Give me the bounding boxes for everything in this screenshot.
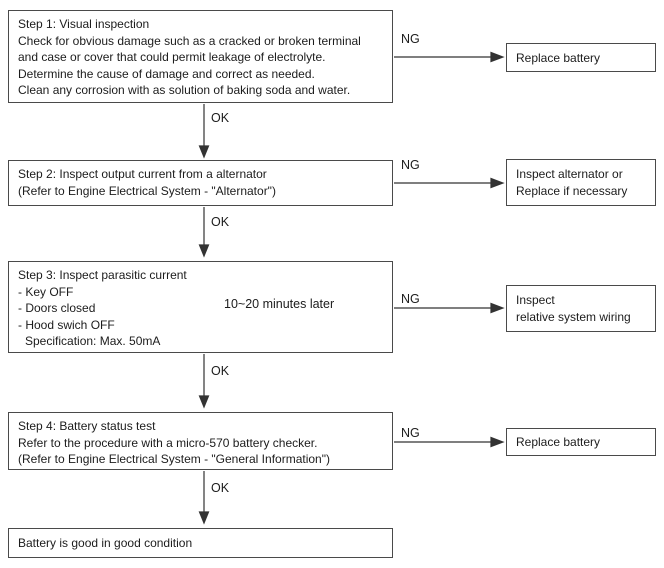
step3-title: Step 3: Inspect parasitic current	[18, 268, 187, 282]
step1-box: Step 1: Visual inspection Check for obvi…	[8, 10, 393, 103]
step4-box: Step 4: Battery status test Refer to the…	[8, 412, 393, 470]
ng1-outcome-text: Replace battery	[516, 51, 601, 65]
step3-specification: Specification: Max. 50mA	[25, 334, 161, 348]
ok-arrow-step2-step3	[198, 207, 210, 258]
step1-text: Determine the cause of damage and correc…	[18, 66, 315, 81]
step4-text: Refer to the procedure with a micro-570 …	[18, 435, 318, 450]
step3-condition: - Key OFF	[18, 284, 74, 299]
ng-label-step4: NG	[401, 426, 420, 440]
step2-box: Step 2: Inspect output current from a al…	[8, 160, 393, 206]
ng4-outcome-text: Replace battery	[516, 435, 601, 449]
result-text: Battery is good in good condition	[18, 536, 193, 550]
ng-arrow-step4	[394, 436, 505, 448]
step3-condition: - Hood swich OFF	[18, 317, 115, 332]
ng2-outcome-text: Replace if necessary	[516, 183, 628, 198]
step1-text: and case or cover that could permit leak…	[18, 50, 326, 64]
ng-label-step2: NG	[401, 158, 420, 172]
ok-arrow-step3-step4	[198, 354, 210, 409]
step2-text: (Refer to Engine Electrical System - "Al…	[18, 183, 276, 198]
ng2-outcome-text: Inspect alternator or	[516, 167, 623, 181]
bracket-note: 10~20 minutes later	[224, 297, 335, 311]
ng3-outcome-text: Inspect	[516, 293, 555, 307]
ng-label-step3: NG	[401, 292, 420, 306]
step1-text: Check for obvious damage such as a crack…	[18, 33, 361, 48]
ok-arrow-step4-result	[198, 471, 210, 525]
ng2-outcome-box: Inspect alternator or Replace if necessa…	[506, 159, 656, 206]
step4-title: Step 4: Battery status test	[18, 419, 156, 433]
step4-text: (Refer to Engine Electrical System - "Ge…	[18, 452, 330, 466]
ng-arrow-step3	[394, 302, 505, 314]
step3-condition: - Doors closed	[18, 301, 96, 315]
ok-arrow-step1-step2	[198, 104, 210, 159]
ng-label-step1: NG	[401, 32, 420, 46]
ng3-outcome-text: relative system wiring	[516, 309, 631, 324]
ok-label-step4: OK	[211, 481, 230, 495]
ng-arrow-step1	[394, 51, 505, 63]
ng3-outcome-box: Inspect relative system wiring	[506, 285, 656, 332]
step1-text: Clean any corrosion with as solution of …	[18, 83, 351, 97]
ng1-outcome-box: Replace battery	[506, 43, 656, 72]
ng-arrow-step2	[394, 177, 505, 189]
step1-title: Step 1: Visual inspection	[18, 17, 150, 31]
ok-label-step3: OK	[211, 364, 230, 378]
ok-label-step1: OK	[211, 111, 230, 125]
step2-title: Step 2: Inspect output current from a al…	[18, 167, 267, 181]
ok-label-step2: OK	[211, 215, 230, 229]
ng4-outcome-box: Replace battery	[506, 428, 656, 456]
result-box: Battery is good in good condition	[8, 528, 393, 558]
step3-box: Step 3: Inspect parasitic current - Key …	[8, 261, 393, 353]
